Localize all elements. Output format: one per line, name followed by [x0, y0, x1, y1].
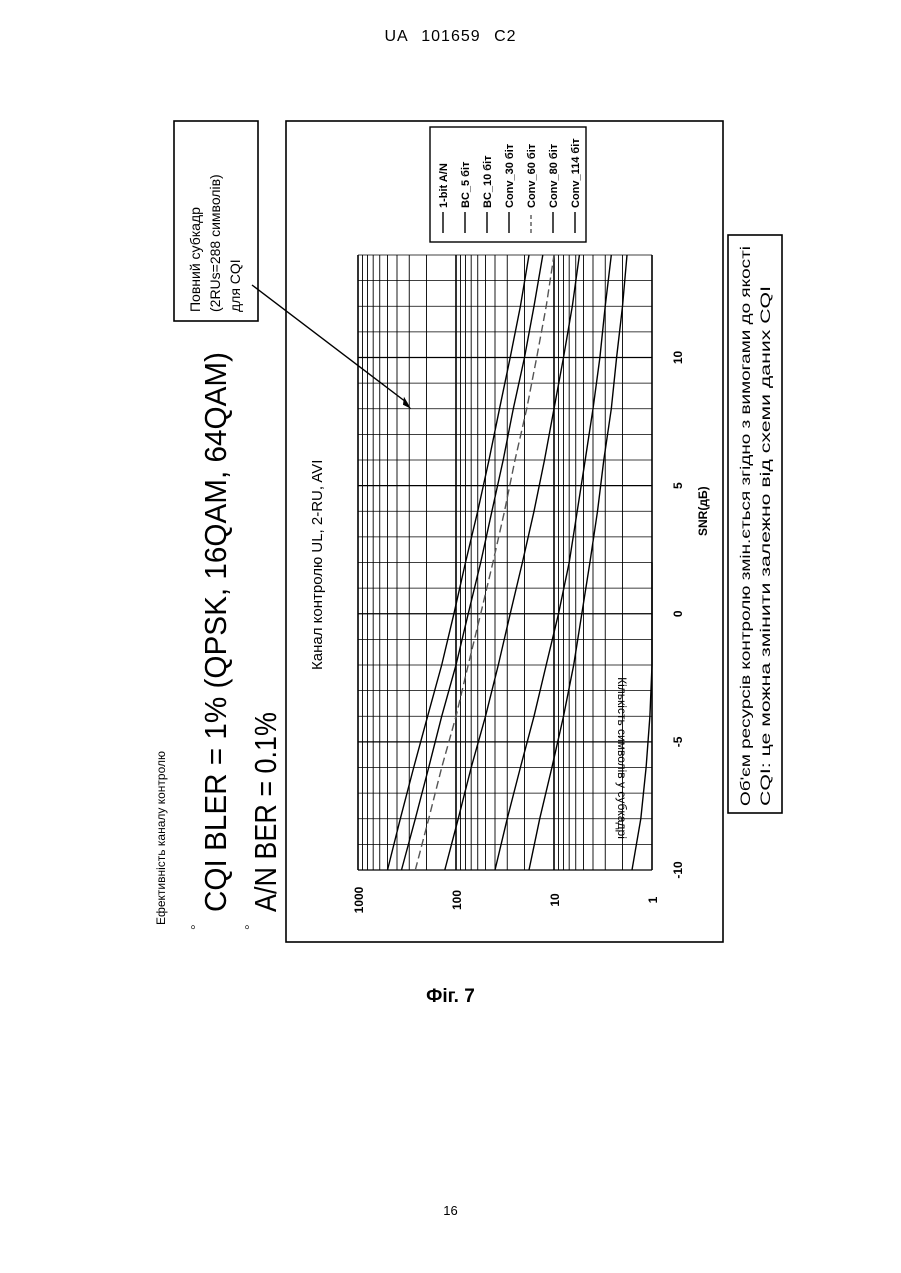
legend-entry: Conv_80 біт [548, 143, 560, 208]
y-tick-label: 1000 [352, 886, 366, 913]
note-line-1: Об'єм ресурсів контролю змін.ється згідн… [737, 246, 753, 806]
legend-entry: Conv_114 біт [570, 138, 582, 208]
bullet-an-ber: A/N BER = 0.1% [248, 712, 283, 912]
note-line-2: CQI: це можна змінити залежно від схеми … [757, 286, 773, 806]
callout-line-3: для CQI [227, 259, 243, 312]
page-number: 16 [0, 1203, 901, 1218]
figure-label: Фіг. 7 [0, 986, 901, 1008]
y-tick-label: 10 [548, 893, 562, 907]
legend-entry: BC_10 біт [482, 155, 494, 208]
bullet-cqi-bler: CQI BLER = 1% (QPSK, 16QAM, 64QAM) [198, 352, 233, 912]
x-tick-label: 10 [671, 351, 685, 365]
bullet-marker-1: ◦ [185, 924, 202, 930]
x-axis-title: SNR(дБ) [696, 486, 710, 536]
chart-title: Канал контролю UL, 2-RU, AVI [309, 460, 326, 670]
x-tick-label: 5 [671, 482, 685, 489]
legend-entry: BC_5 біт [460, 161, 472, 208]
bullet-marker-2: ◦ [239, 924, 256, 930]
legend-entry: Conv_60 біт [526, 143, 538, 208]
callout-line-1: Повний субкадр [187, 207, 203, 312]
y-tick-label: 100 [450, 890, 464, 910]
y-tick-label: 1 [646, 896, 660, 903]
rotated-slide: Ефективність каналу контролю ◦ CQI BLER = … [154, 121, 782, 942]
x-tick-label: -10 [671, 861, 685, 879]
slide-heading: Ефективність каналу контролю [154, 751, 168, 925]
x-tick-label: -5 [671, 736, 685, 747]
callout-line-2: (2RUs=288 символів) [207, 174, 223, 312]
x-tick-label: 0 [671, 610, 685, 617]
legend-entry: 1-bit A/N [438, 163, 450, 208]
y-axis-title: Кількість символів у субкадрі [615, 677, 629, 839]
legend-entry: Conv_30 біт [504, 143, 516, 208]
